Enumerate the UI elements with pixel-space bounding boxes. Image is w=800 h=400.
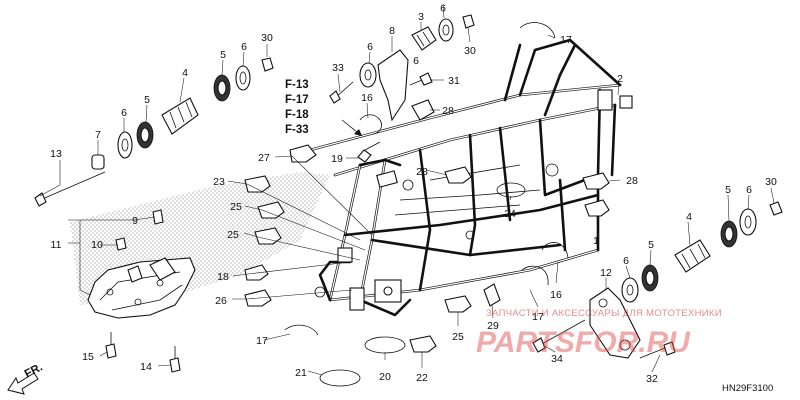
ref-label-5-d: 5 (648, 239, 654, 251)
ref-label-6-b: 6 (121, 107, 127, 119)
ref-label-28-a: 28 (442, 105, 454, 117)
ref-label-10: 10 (91, 239, 103, 251)
left-shaft-group (34, 57, 274, 207)
ref-label-6-d: 6 (440, 2, 446, 14)
figure-ref-3: F-33 (285, 124, 309, 136)
figure-ref-1: F-17 (285, 94, 309, 106)
frame-assembly (308, 38, 633, 317)
ref-label-22: 22 (416, 372, 428, 384)
ref-label-5-b: 5 (144, 94, 150, 106)
ref-label-7: 7 (95, 129, 101, 141)
ref-label-29: 29 (487, 320, 499, 332)
right-center-clamps (444, 22, 610, 286)
front-direction-arrow-icon (7, 372, 39, 395)
ref-label-23: 23 (213, 176, 225, 188)
figure-references: F-13 F-17 F-18 F-33 (285, 79, 363, 137)
ref-label-3: 3 (418, 11, 424, 23)
bottom-bands (319, 283, 501, 387)
diagram-code: HN29F3100 (722, 383, 773, 394)
ref-label-6-g: 6 (623, 255, 629, 267)
ref-label-25-a: 25 (230, 201, 242, 213)
ref-label-1: 1 (593, 235, 599, 247)
ref-label-12: 12 (600, 267, 612, 279)
ref-label-2: 2 (617, 73, 623, 85)
ref-label-19: 19 (331, 153, 343, 165)
front-direction-indicator: FR. (7, 361, 45, 395)
figure-ref-2: F-18 (285, 109, 309, 121)
leader-lines (39, 4, 775, 376)
ref-label-18: 18 (217, 271, 229, 283)
ref-label-6-a: 6 (241, 41, 247, 53)
ref-label-15: 15 (82, 351, 94, 363)
ref-label-30-c: 30 (765, 176, 777, 188)
watermark: ЗАПЧАСТИ И АКСЕССУАРЫ ДЛЯ МОТОТЕХНИКИ PA… (476, 308, 722, 359)
left-clamps (244, 144, 319, 336)
right-shaft-group (532, 201, 783, 359)
ref-label-31: 31 (448, 75, 460, 87)
ref-label-14: 14 (140, 361, 152, 373)
ref-label-20: 20 (379, 371, 391, 383)
ref-label-16-b: 16 (550, 289, 562, 301)
ref-label-34: 34 (551, 353, 563, 365)
skid-plate (87, 257, 196, 319)
ref-label-16-a: 16 (361, 92, 373, 104)
ref-label-21: 21 (295, 367, 307, 379)
ref-label-28-c: 28 (626, 175, 638, 187)
ref-label-28-b: 28 (416, 166, 428, 178)
ref-label-9: 9 (132, 215, 138, 227)
ref-label-11: 11 (51, 239, 62, 251)
ref-label-5-a: 5 (220, 49, 226, 61)
ref-label-8: 8 (389, 25, 395, 37)
ref-label-17-c: 17 (256, 335, 268, 347)
ref-label-33: 33 (332, 62, 344, 74)
ref-label-13: 13 (50, 148, 62, 160)
watermark-text: ЗАПЧАСТИ И АКСЕССУАРЫ ДЛЯ МОТОТЕХНИКИ (486, 308, 722, 319)
ref-label-30-a: 30 (261, 32, 273, 44)
ref-label-6-f: 6 (746, 184, 752, 196)
skid-fasteners (105, 209, 181, 373)
ref-label-25-b: 25 (227, 229, 239, 241)
ref-label-26: 26 (215, 295, 227, 307)
front-direction-label: FR. (23, 361, 45, 380)
ref-label-4-left: 4 (182, 67, 188, 79)
top-center-group (329, 14, 475, 163)
ref-label-25-c: 25 (452, 331, 464, 343)
ref-label-17-a: 17 (560, 34, 572, 46)
ref-label-4-right: 4 (686, 211, 692, 223)
ref-label-5-c: 5 (725, 184, 731, 196)
ref-label-17-b: 17 (532, 311, 544, 323)
ref-label-24: 24 (504, 208, 516, 220)
ref-label-6-c: 6 (367, 41, 373, 53)
ref-label-27: 27 (258, 152, 270, 164)
ref-label-32: 32 (646, 373, 658, 385)
reference-labels: 1 2 3 4 4 5 5 5 5 6 6 6 6 6 6 6 7 8 9 10… (50, 2, 777, 385)
ref-label-30-b: 30 (464, 45, 476, 57)
watermark-brand: PARTSFOR.RU (476, 326, 691, 359)
ref-label-6-e: 6 (413, 55, 419, 67)
figure-ref-0: F-13 (285, 79, 309, 91)
